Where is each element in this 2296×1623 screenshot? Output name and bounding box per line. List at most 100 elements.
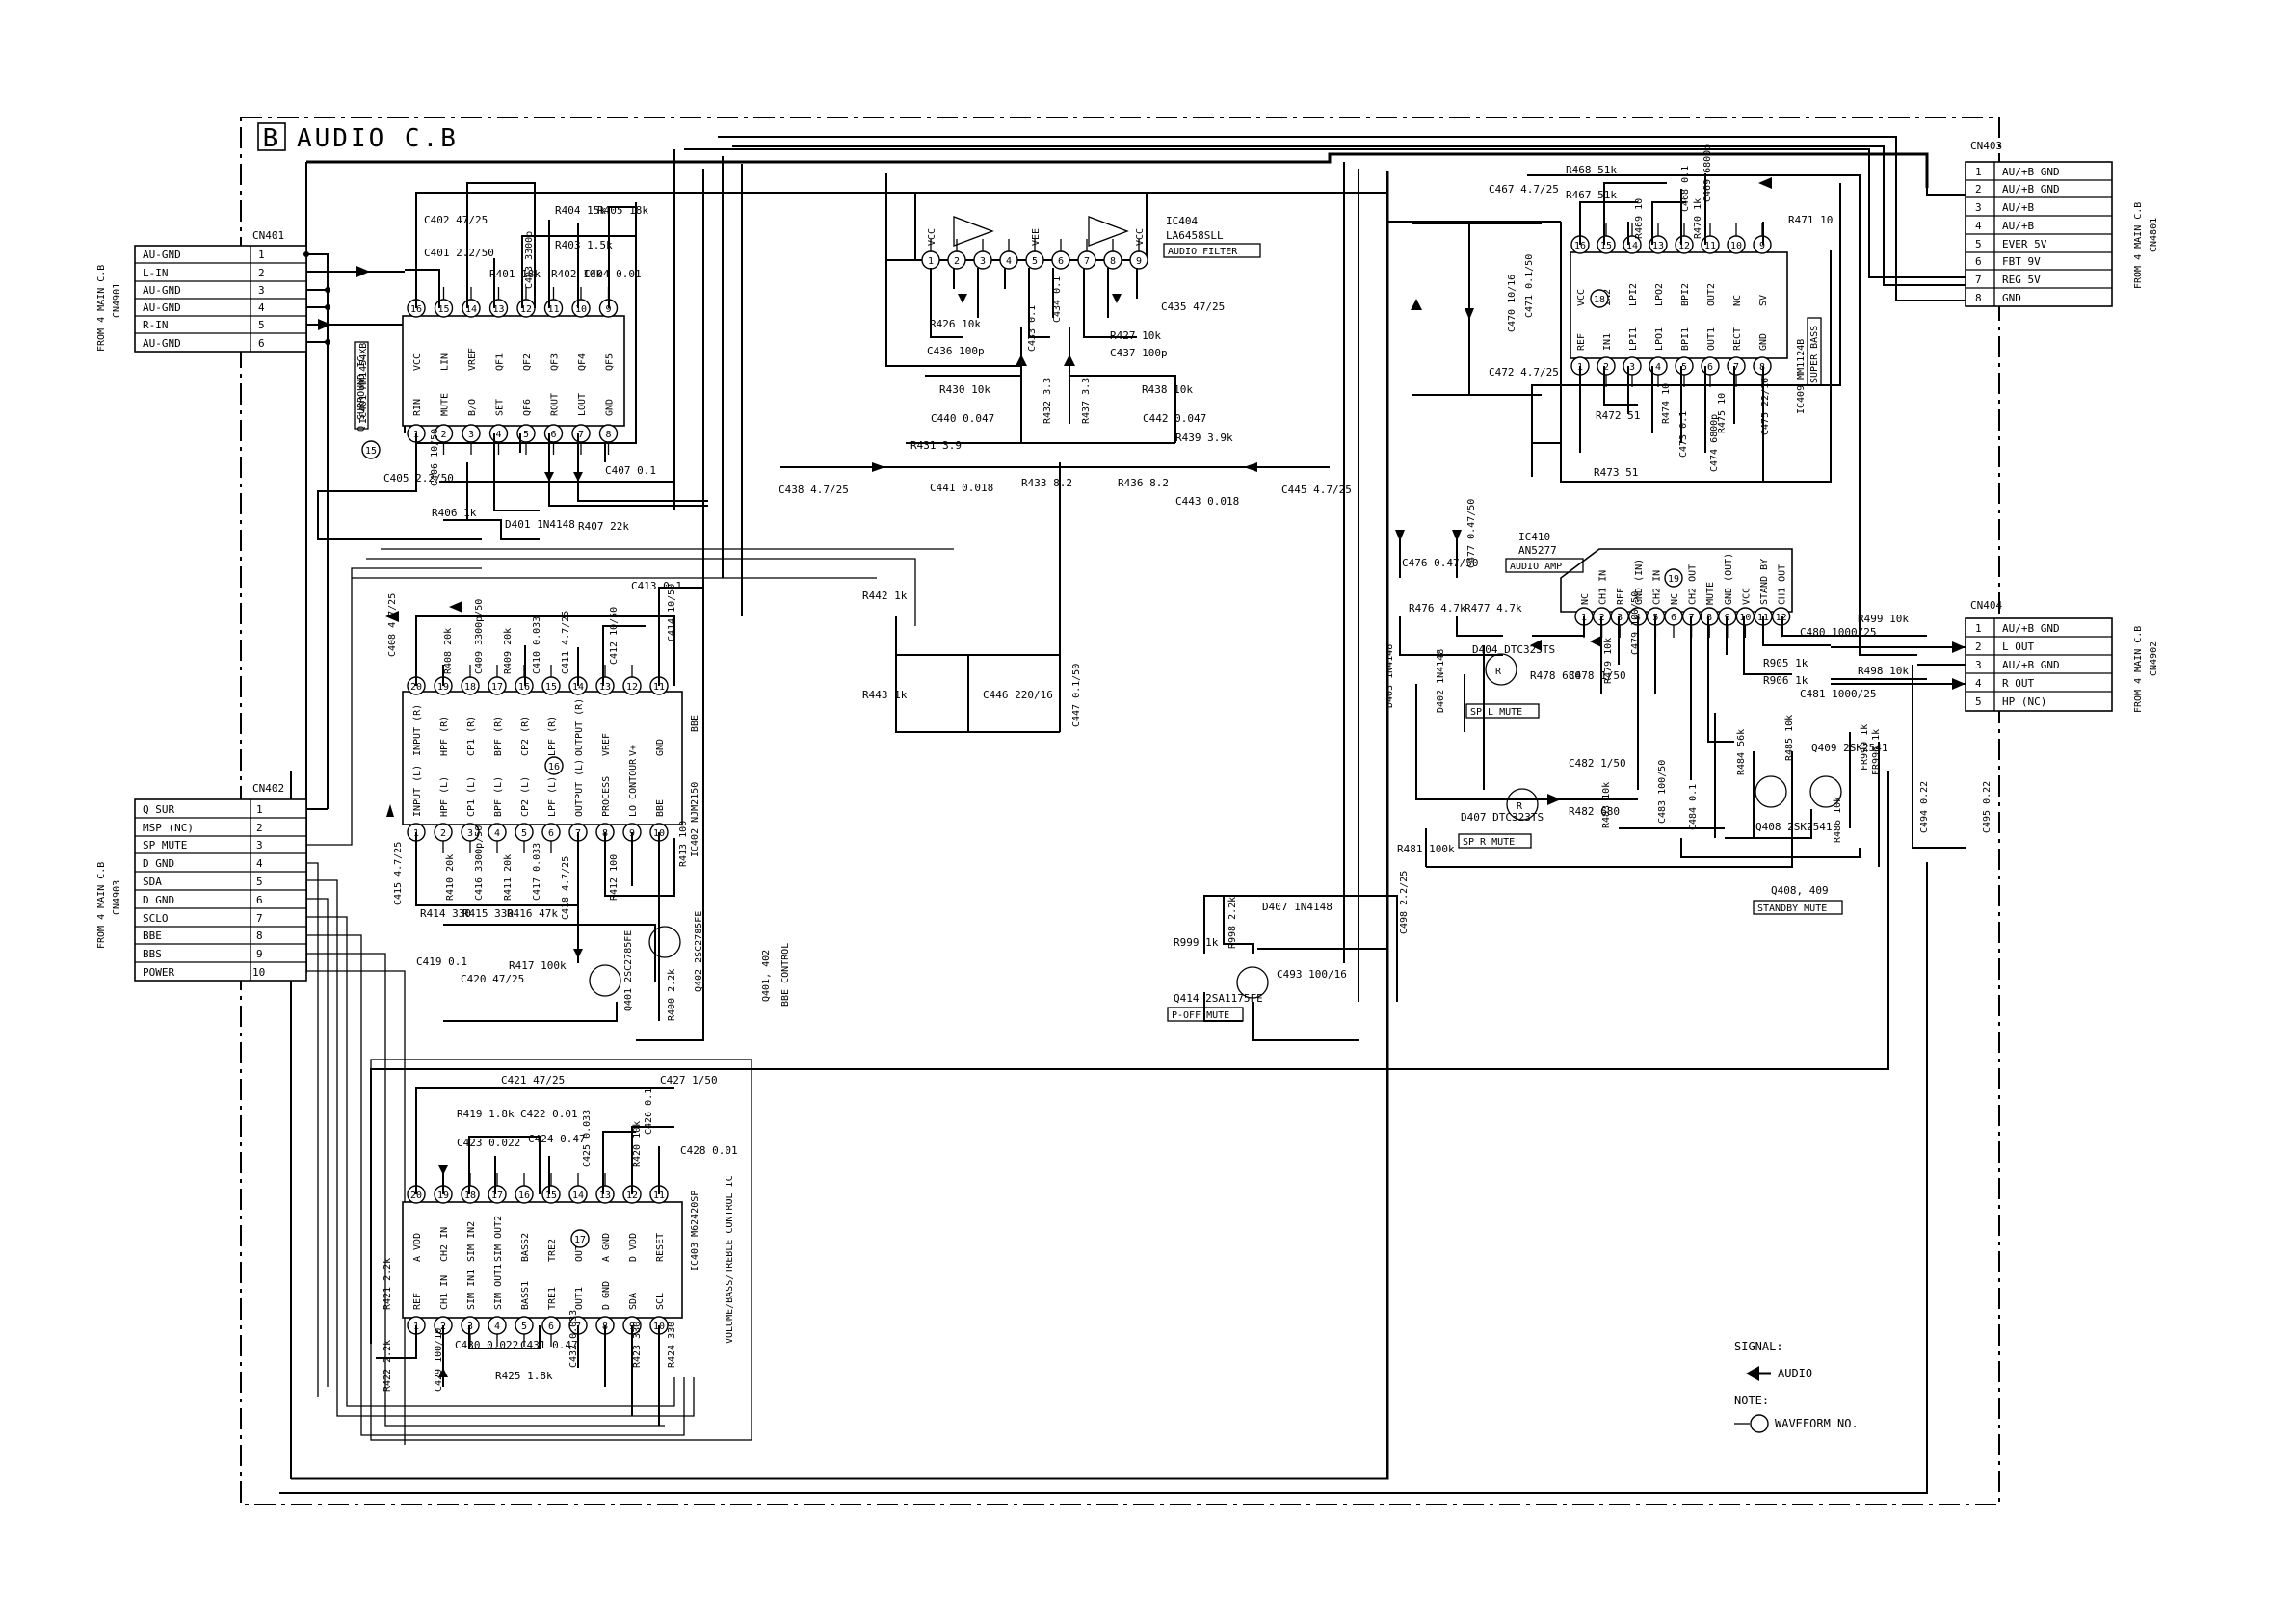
svg-text:FROM 4 MAIN C.B: FROM 4 MAIN C.B: [2133, 202, 2144, 289]
ic401-pin-number: 8: [605, 430, 611, 440]
ic409-pin-name: NC: [1732, 295, 1743, 306]
svg-text:R406 1k: R406 1k: [432, 507, 477, 519]
svg-text:5: 5: [258, 319, 265, 331]
svg-text:C408 4.7/25: C408 4.7/25: [387, 593, 398, 657]
svg-text:R407 22k: R407 22k: [578, 520, 629, 533]
ic401-pin-number: 2: [440, 430, 446, 440]
svg-text:C429 100/10: C429 100/10: [434, 1328, 444, 1392]
board-letter-box: [257, 122, 286, 151]
ic402-pin-name: BPF (R): [493, 716, 504, 756]
ic409-pin: [1597, 356, 1616, 376]
svg-text:C426 0.1: C426 0.1: [644, 1088, 654, 1135]
svg-text:AU-GND: AU-GND: [143, 284, 181, 297]
ic401-pin-number: 4: [495, 430, 501, 440]
ic404-pin-name: VCC: [927, 228, 937, 246]
ic402-pin-name: LO CONTOUR: [628, 758, 639, 817]
svg-text:5: 5: [1975, 695, 1982, 708]
svg-text:C438 4.7/25: C438 4.7/25: [779, 484, 849, 496]
ic403-pin-name: TRE1: [547, 1287, 558, 1310]
board-outline: [240, 117, 2000, 1505]
ic402-pin-number: 2: [440, 828, 446, 839]
ic401-pin-number: 16: [410, 304, 422, 315]
ic403-pin-name: SCL: [655, 1293, 666, 1310]
svg-text:CN4903: CN4903: [112, 880, 122, 915]
svg-text:5: 5: [256, 876, 263, 888]
ic402-pin-name: BPF (L): [493, 776, 504, 817]
svg-text:R419 1.8k: R419 1.8k: [457, 1108, 515, 1120]
svg-text:R400 2.2k: R400 2.2k: [667, 969, 677, 1021]
svg-text:R999 1k: R999 1k: [1174, 936, 1219, 949]
ic410-pin-name: REF: [1616, 588, 1626, 605]
ic401-pin-number: 14: [465, 304, 477, 315]
legend: SIGNAL: AUDIO NOTE: WAVEFORM NO.: [1734, 1340, 1859, 1433]
svg-text:C484 0.1: C484 0.1: [1688, 784, 1699, 830]
ic401-pin-number: 6: [550, 430, 556, 440]
svg-text:SCLO: SCLO: [143, 912, 169, 925]
svg-text:IC402 NJM2150: IC402 NJM2150: [690, 782, 700, 857]
svg-text:C430 0.022: C430 0.022: [455, 1339, 518, 1351]
svg-text:VOLUME/BASS/TREBLE CONTROL IC: VOLUME/BASS/TREBLE CONTROL IC: [725, 1175, 735, 1344]
svg-text:C440 0.047: C440 0.047: [931, 412, 994, 425]
svg-text:C445 4.7/25: C445 4.7/25: [1281, 484, 1352, 496]
ic401-pin-name: LOUT: [577, 393, 588, 416]
svg-text:Q408 2SK2541: Q408 2SK2541: [1755, 821, 1832, 833]
ic409-pin: [1675, 356, 1694, 376]
ic409-pin-name: GND: [1758, 333, 1769, 351]
ic402-pin-name: V+: [628, 745, 639, 756]
ic403-pin-name: CH1 IN: [439, 1275, 450, 1310]
svg-text:BBE: BBE: [690, 715, 700, 732]
svg-text:C413 0.1: C413 0.1: [631, 580, 682, 592]
svg-text:BBS: BBS: [143, 948, 162, 960]
ic409-pin-number: 10: [1730, 241, 1742, 251]
svg-text:C423 0.022: C423 0.022: [457, 1137, 520, 1149]
svg-text:C482 1/50: C482 1/50: [1569, 757, 1626, 770]
svg-text:R412 100: R412 100: [609, 854, 620, 901]
ic410-pin-name: STAND BY: [1759, 559, 1770, 605]
ic401-q-surround: 16VCC15LIN14VREF13QF112QF211QF310QF49QF5…: [317, 182, 1387, 540]
ic401-pin: [571, 299, 591, 318]
svg-text:C416 3300p/50: C416 3300p/50: [474, 825, 485, 901]
ic403-pin-number: 5: [521, 1322, 527, 1332]
svg-text:CN401: CN401: [252, 229, 284, 242]
ic403-pin-name: OUT2: [574, 1239, 585, 1262]
ic402-pin-number: 13: [599, 682, 611, 693]
svg-text:C470 10/16: C470 10/16: [1507, 275, 1517, 332]
ic409-pin-name: OUT2: [1706, 283, 1717, 306]
ic402-pin: [595, 676, 615, 695]
svg-text:SP MUTE: SP MUTE: [143, 839, 187, 851]
svg-text:BBE: BBE: [143, 929, 162, 942]
svg-text:EVER 5V: EVER 5V: [2002, 238, 2047, 250]
ic403-pin-number: 15: [545, 1191, 557, 1201]
svg-text:4: 4: [1975, 677, 1982, 690]
svg-text:7: 7: [256, 912, 263, 925]
svg-text:5: 5: [1975, 238, 1982, 250]
svg-text:R468 51k: R468 51k: [1566, 164, 1617, 176]
ic410-pin-name: GND (OUT): [1724, 553, 1734, 605]
svg-text:C418 4.7/25: C418 4.7/25: [561, 856, 571, 920]
ic402-pin-number: 11: [653, 682, 665, 693]
svg-text:15: 15: [365, 446, 377, 457]
ic409-pin-number: 3: [1629, 362, 1635, 373]
svg-text:R473 51: R473 51: [1594, 466, 1638, 479]
ic402-pin-number: 20: [410, 682, 422, 693]
ic410-pin-name: GND (IN): [1634, 559, 1645, 605]
ic404-pin: [1129, 250, 1148, 270]
ic403-pin-number: 13: [599, 1191, 611, 1201]
svg-text:R404 15k: R404 15k: [555, 204, 606, 217]
svg-text:C406 10/50: C406 10/50: [430, 429, 440, 486]
svg-text:C443 0.018: C443 0.018: [1175, 495, 1239, 508]
ic403-pin-number: 4: [494, 1322, 500, 1332]
ic409-pin-number: 16: [1574, 241, 1586, 251]
ic403-pin-number: 12: [626, 1191, 638, 1201]
svg-text:D402 1N4148: D402 1N4148: [1436, 649, 1446, 713]
svg-text:AU-GND: AU-GND: [143, 301, 181, 314]
svg-text:IC401 MM1454XB: IC401 MM1454XB: [358, 343, 369, 424]
ic410-pin-name: NC: [1670, 593, 1680, 605]
svg-text:C412 10/50: C412 10/50: [609, 607, 620, 665]
svg-text:C473 0.1: C473 0.1: [1678, 411, 1689, 458]
svg-text:R906 1k: R906 1k: [1763, 674, 1808, 687]
svg-text:MSP (NC): MSP (NC): [143, 822, 194, 834]
ic402-pin-name: INPUT (L): [412, 765, 423, 817]
ic404-pin: [999, 250, 1018, 270]
